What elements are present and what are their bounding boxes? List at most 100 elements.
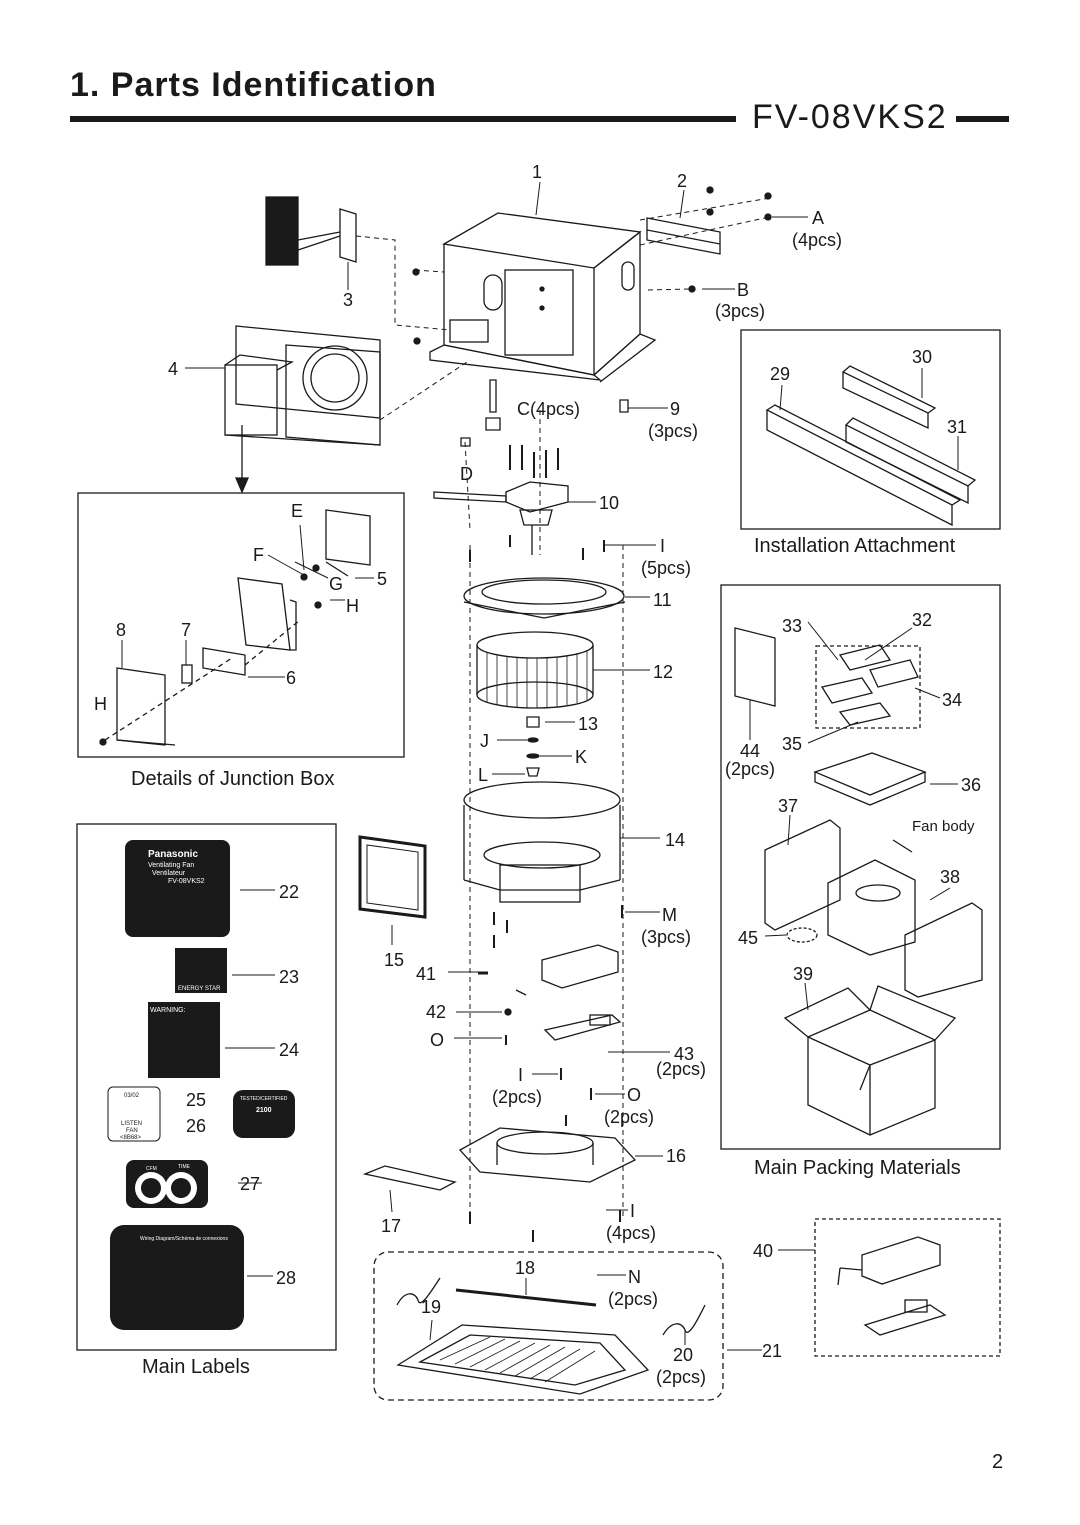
callout-3: 3	[343, 290, 353, 310]
callout-32: 32	[912, 610, 932, 630]
callout-20-qty: (2pcs)	[656, 1367, 706, 1387]
casing-part-14	[463, 781, 621, 903]
callout-28: 28	[276, 1268, 296, 1288]
callout-9-qty: (3pcs)	[648, 421, 698, 441]
gasket-part-15	[358, 835, 427, 919]
callout-45: 45	[738, 928, 758, 948]
callout-E: E	[291, 501, 303, 521]
callout-G: G	[329, 574, 343, 594]
callout-19: 19	[421, 1297, 441, 1317]
main-labels-frame	[76, 823, 337, 1351]
callout-16: 16	[666, 1146, 686, 1166]
bracket-part-2	[646, 217, 721, 255]
label-date-code: 03/02	[124, 1093, 140, 1099]
callout-I-qty4: (4pcs)	[606, 1223, 656, 1243]
callout-14: 14	[665, 830, 685, 850]
springs-19-20	[396, 1277, 706, 1336]
main-labels-art	[107, 840, 295, 1330]
screws-A	[412, 186, 772, 345]
callout-11: 11	[653, 590, 672, 610]
callout-23: 23	[279, 967, 299, 987]
junction-box-detail	[99, 509, 371, 746]
callout-17: 17	[381, 1216, 401, 1236]
label-hvi-num: 2100	[256, 1107, 272, 1114]
callout-33: 33	[782, 616, 802, 636]
label-cfm: CFM	[146, 1166, 157, 1172]
callout-42: 42	[426, 1002, 446, 1022]
callout-M: M	[662, 905, 677, 925]
callout-2: 2	[677, 171, 687, 191]
model-number: FV-08VKS2	[752, 98, 948, 136]
callout-6: 6	[286, 668, 296, 688]
label-code: <8B68>	[120, 1135, 142, 1141]
callout-9: 9	[670, 399, 680, 419]
callout-25: 25	[186, 1090, 206, 1110]
callout-21: 21	[762, 1341, 782, 1361]
callout-O-left: O	[430, 1030, 444, 1050]
title-rule-left	[70, 116, 736, 122]
callout-I-qty5: (5pcs)	[641, 558, 691, 578]
callout-43-qty: (2pcs)	[656, 1059, 706, 1079]
callout-35: 35	[782, 734, 802, 754]
spring-part-18	[455, 1288, 597, 1307]
callout-22: 22	[279, 882, 299, 902]
junction-box-frame	[77, 492, 405, 758]
callout-I-top: I	[660, 536, 665, 556]
callout-M-qty: (3pcs)	[641, 927, 691, 947]
callout-5: 5	[377, 569, 387, 589]
callout-C: C(4pcs)	[517, 399, 580, 419]
callout-40: 40	[753, 1241, 773, 1261]
callout-36: 36	[961, 775, 981, 795]
callout-A-qty: (4pcs)	[792, 230, 842, 250]
page-title: 1. Parts Identification	[70, 66, 437, 104]
callout-34: 34	[942, 690, 962, 710]
label-listen: LISTEN	[121, 1121, 142, 1127]
caption-main-labels: Main Labels	[142, 1356, 250, 1378]
title-rule-right	[956, 116, 1009, 122]
callout-24: 24	[279, 1040, 299, 1060]
housing-part-1	[429, 212, 657, 383]
plate-part-43	[543, 1014, 622, 1041]
callout-29: 29	[770, 364, 790, 384]
callout-38: 38	[940, 867, 960, 887]
adapter-part-4	[224, 325, 381, 446]
callout-18: 18	[515, 1258, 535, 1278]
label-ventilateur: Ventilateur	[152, 870, 186, 877]
callout-4: 4	[168, 359, 178, 379]
ring-part-11	[463, 577, 626, 619]
caption-fan-body: Fan body	[912, 818, 975, 835]
callout-13: 13	[578, 714, 598, 734]
callout-B: B	[737, 280, 749, 300]
callout-7: 7	[181, 620, 191, 640]
label-warning: WARNING:	[150, 1007, 186, 1014]
callout-1: 1	[532, 162, 542, 182]
callout-41: 41	[416, 964, 436, 984]
page-number: 2	[992, 1451, 1004, 1473]
label-time: TIME	[178, 1164, 191, 1170]
capacitor-part-41	[478, 944, 619, 1016]
callout-37: 37	[778, 796, 798, 816]
callout-27: 27	[240, 1174, 260, 1194]
callout-H-left: H	[94, 694, 107, 714]
callout-D: D	[460, 464, 473, 484]
callout-I-mid: I	[518, 1065, 523, 1085]
label-tested: TESTED/CERTIFIED	[240, 1096, 288, 1102]
callout-15: 15	[384, 950, 404, 970]
callout-43: 43	[674, 1044, 694, 1064]
packing-frame	[720, 584, 1001, 1150]
motor-part-10	[433, 481, 569, 555]
callout-B-qty: (3pcs)	[715, 301, 765, 321]
callout-K: K	[575, 747, 587, 767]
installation-frame	[740, 329, 1001, 530]
label-panasonic: Panasonic	[148, 849, 198, 860]
callout-H-right: H	[346, 596, 359, 616]
brackets-C-D-9	[460, 379, 629, 447]
callout-44: 44	[740, 741, 760, 761]
label-energy-star: ENERGY STAR	[178, 986, 221, 992]
label-vent-fan: Ventilating Fan	[148, 862, 194, 869]
grille-part-19	[396, 1324, 650, 1395]
caption-junction-box: Details of Junction Box	[131, 768, 334, 790]
callout-26: 26	[186, 1116, 206, 1136]
fan-wheel-part-12	[476, 631, 594, 709]
